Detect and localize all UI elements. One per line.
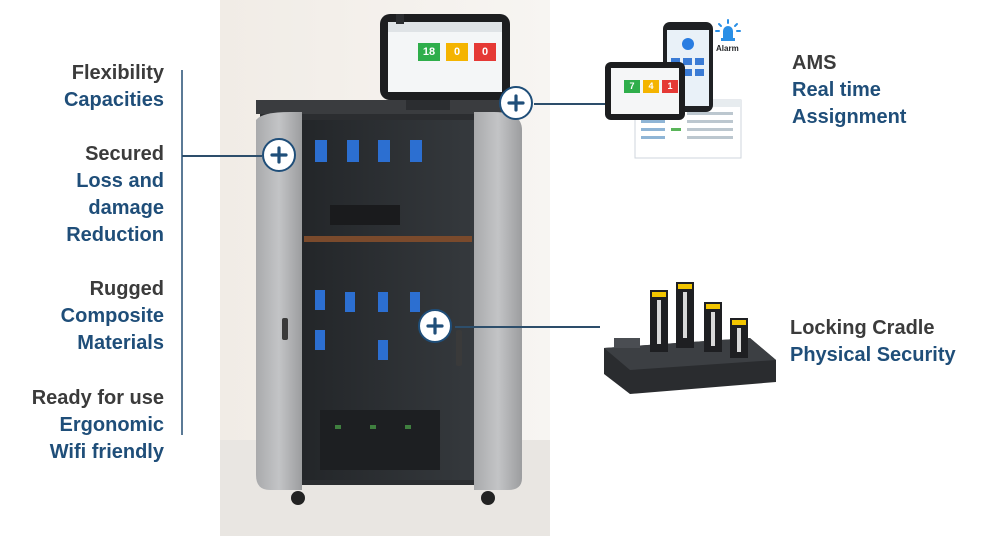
feature-title: Ready for use <box>31 387 164 409</box>
feature-title: Rugged <box>89 278 164 300</box>
feature-subtitle: Reduction <box>66 224 164 246</box>
plus-icon <box>426 317 444 335</box>
siren-icon <box>715 19 741 41</box>
kiosk-tile-2: 0 <box>446 43 468 61</box>
locking-cradle-image <box>604 282 776 394</box>
feature-divider-line <box>181 70 183 435</box>
feature-title: Flexibility <box>71 62 164 84</box>
connector-ams <box>534 103 606 105</box>
kiosk-tile-1: 18 <box>418 43 440 61</box>
kiosk-tile-3: 0 <box>474 43 496 61</box>
charging-cabinet-image <box>220 0 550 536</box>
feature-subtitle: Materials <box>77 332 164 354</box>
feature-subtitle: Capacities <box>63 89 164 111</box>
ams-feature: AMS Real time Assignment <box>792 50 906 131</box>
connector-secured <box>182 155 262 157</box>
feature-secured: Secured Loss and damage Reduction <box>66 141 164 249</box>
tablet-tile-1: 7 <box>624 80 640 93</box>
plus-icon <box>507 94 525 112</box>
alarm-label: Alarm <box>716 44 739 53</box>
feature-ready: Ready for use Ergonomic Wifi friendly <box>32 385 164 466</box>
feature-subtitle: damage <box>88 197 164 219</box>
feature-subtitle: Ergonomic <box>59 414 164 436</box>
tablet-tile-2: 4 <box>643 80 659 93</box>
expand-secured-button[interactable] <box>262 138 296 172</box>
feature-subtitle: Composite <box>60 305 164 327</box>
tablet-tile-3: 1 <box>662 80 678 93</box>
feature-subtitle: Wifi friendly <box>49 441 164 463</box>
feature-title: Secured <box>85 143 164 165</box>
ams-title: AMS <box>792 52 837 74</box>
cradle-subtitle: Physical Security <box>790 344 956 366</box>
ams-subtitle: Assignment <box>792 106 907 128</box>
ams-subtitle: Real time <box>792 79 881 101</box>
plus-icon <box>270 146 288 164</box>
feature-rugged: Rugged Composite Materials <box>61 276 164 357</box>
expand-ams-button[interactable] <box>499 86 533 120</box>
feature-subtitle: Loss and <box>76 170 164 192</box>
connector-cradle <box>455 326 600 328</box>
cradle-feature: Locking Cradle Physical Security <box>790 315 956 369</box>
feature-flexibility: Flexibility Capacities <box>64 60 164 114</box>
expand-cradle-button[interactable] <box>418 309 452 343</box>
cradle-title: Locking Cradle <box>790 317 935 339</box>
